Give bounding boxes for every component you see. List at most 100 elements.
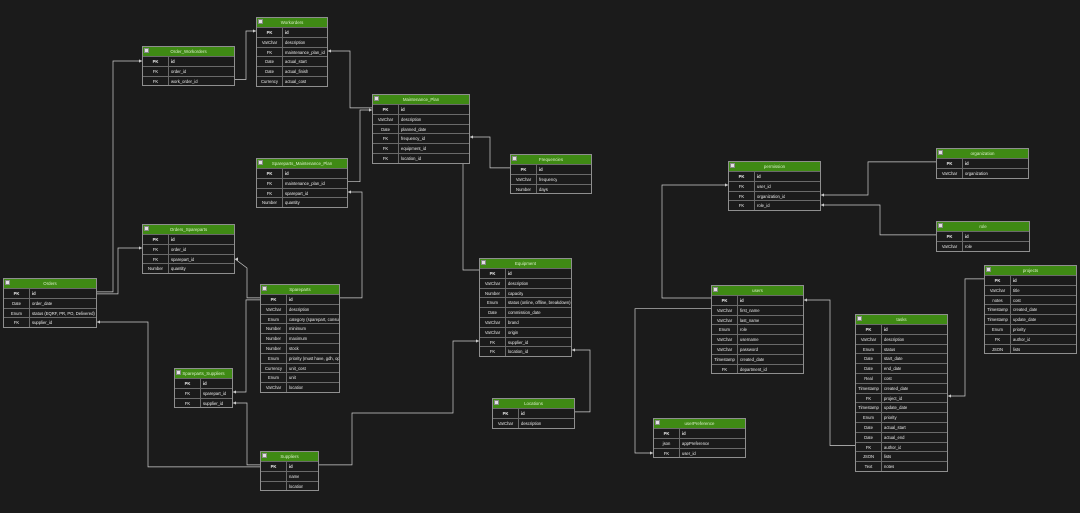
table-header[interactable]: role xyxy=(937,222,1029,231)
table-header[interactable]: Order_Workorders xyxy=(143,47,234,56)
table-header[interactable]: Orders xyxy=(4,279,96,288)
table-header[interactable]: Spareparts xyxy=(261,285,339,294)
table-header[interactable]: Locations xyxy=(493,399,574,408)
table-header[interactable]: projects xyxy=(985,266,1076,275)
table-header[interactable]: Frequencies xyxy=(511,155,591,164)
table-header[interactable]: organization xyxy=(937,149,1028,158)
table-header[interactable]: Equipment xyxy=(480,259,571,268)
table-header[interactable]: userPreference xyxy=(654,419,745,428)
table-header[interactable]: permission xyxy=(729,162,820,171)
table-header[interactable]: tasks xyxy=(856,315,947,324)
table-header[interactable]: Spareparts_Maintenance_Plan xyxy=(257,159,347,168)
table-header[interactable]: Spareparts_Suppliers xyxy=(175,369,232,378)
table-header[interactable]: Workorders xyxy=(257,18,327,27)
table-header[interactable]: users xyxy=(712,286,803,295)
table-header[interactable]: Suppliers xyxy=(261,452,318,461)
table-header[interactable]: Orders_Spareparts xyxy=(143,225,234,234)
